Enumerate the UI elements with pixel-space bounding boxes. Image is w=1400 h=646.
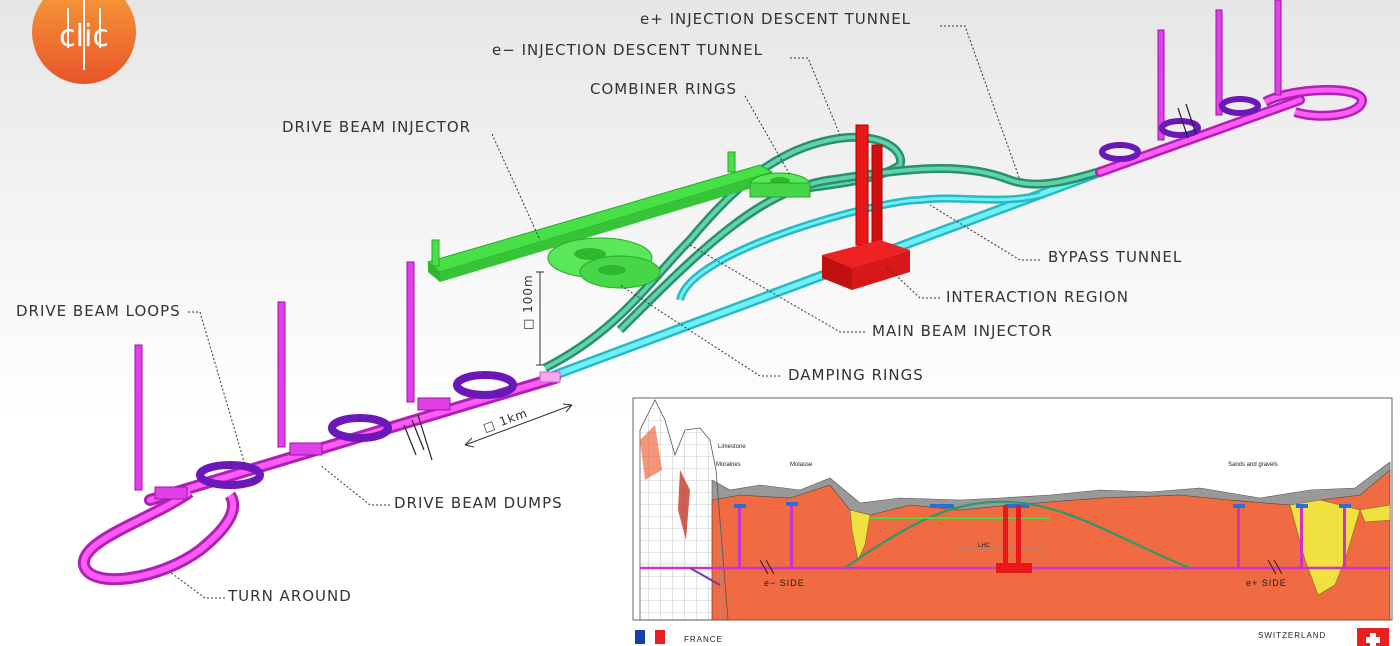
country-switzerland: SWITZERLAND xyxy=(1258,631,1326,640)
switzerland-flag xyxy=(1357,628,1389,646)
drive-beam-injector xyxy=(426,151,774,282)
scale-100m-label: □ 100m xyxy=(521,274,535,330)
label-drive-beam-dumps: DRIVE BEAM DUMPS xyxy=(394,494,563,512)
profile-limestone: Limestone xyxy=(718,444,746,450)
label-bypass-tunnel: BYPASS TUNNEL xyxy=(1048,248,1182,266)
scale-1km-label: □ 1km xyxy=(481,406,529,435)
label-turn-around: TURN AROUND xyxy=(227,587,352,605)
interaction-region-structure xyxy=(822,124,910,290)
scale-1km: □ 1km xyxy=(464,403,573,448)
label-drive-beam-injector: DRIVE BEAM INJECTOR xyxy=(282,118,471,136)
label-interaction-region: INTERACTION REGION xyxy=(946,288,1129,306)
label-combiner-rings: COMBINER RINGS xyxy=(590,80,737,98)
geological-profile: Limestone Moraines Molasse Sands and gra… xyxy=(632,397,1393,621)
drive-beam-right xyxy=(1095,0,1368,177)
profile-eminus-side: e− SIDE xyxy=(764,578,805,588)
profile-sands: Sands and gravels xyxy=(1228,462,1278,468)
label-main-beam-injector: MAIN BEAM INJECTOR xyxy=(872,322,1053,340)
label-eplus-tunnel: e+ INJECTION DESCENT TUNNEL xyxy=(640,10,911,28)
profile-lhc: LHC xyxy=(978,543,991,549)
scale-100m: □ 100m xyxy=(521,271,544,366)
france-flag xyxy=(635,630,665,644)
profile-eplus-side: e+ SIDE xyxy=(1246,578,1287,588)
leader-lines xyxy=(169,25,1040,599)
clic-logo: clic xyxy=(32,0,136,84)
combiner-rings xyxy=(749,172,811,198)
logo-text: clic xyxy=(59,19,109,54)
damping-rings xyxy=(547,237,661,289)
profile-molasse: Molasse xyxy=(790,462,813,468)
country-france: FRANCE xyxy=(684,635,723,644)
drive-beam-loops-left xyxy=(196,371,517,489)
label-drive-beam-loops: DRIVE BEAM LOOPS xyxy=(16,302,181,320)
label-damping-rings: DAMPING RINGS xyxy=(788,366,924,384)
profile-moraines: Moraines xyxy=(716,462,741,468)
label-eminus-tunnel: e− INJECTION DESCENT TUNNEL xyxy=(492,41,763,59)
